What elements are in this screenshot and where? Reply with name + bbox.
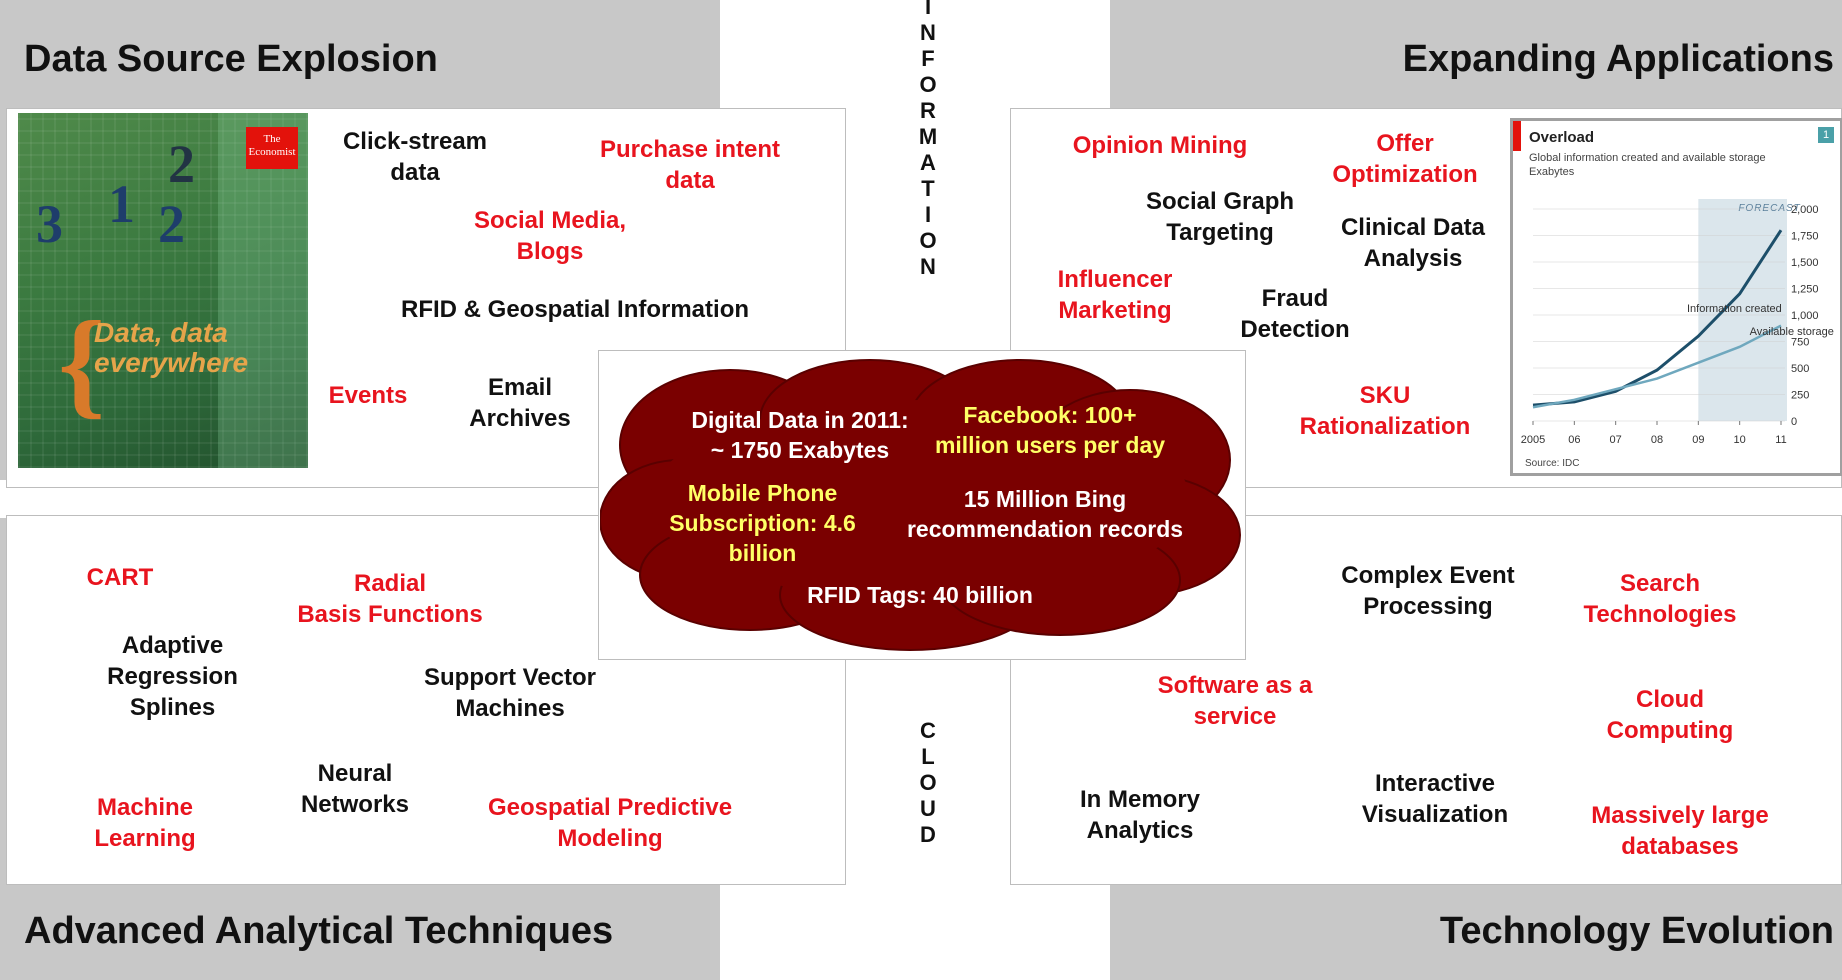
cover-number: 2 [158, 194, 185, 254]
item-social-graph-targeting: Social Graph Targeting [1145, 188, 1295, 246]
item-fraud-detection: Fraud Detection [1240, 285, 1350, 343]
cloud-item-bing: 15 Million Bing recommendation records [906, 486, 1184, 542]
item-complex-event-processing: Complex Event Processing [1341, 562, 1515, 620]
vertical-word-cloud-letter: D [920, 822, 936, 847]
economist-cover-image: The Economist 3 1 2 2 { Data, data every… [18, 113, 308, 468]
vertical-word-cloud-letter: O [919, 770, 937, 795]
title-technology-evolution: Technology Evolution [1439, 910, 1834, 952]
item-geospatial-predictive-modeling: Geospatial Predictive Modeling [487, 794, 733, 852]
item-adaptive-regression-splines: Adaptive Regression Splines [107, 632, 238, 721]
vertical-word-information-letter: I [924, 202, 932, 227]
item-purchase-intent-data: Purchase intent data [599, 136, 781, 194]
cloud-item-digital-data: Digital Data in 2011: ~ 1750 Exabytes [691, 407, 909, 463]
x-tick-label: 07 [1610, 434, 1622, 446]
title-data-source-explosion: Data Source Explosion [24, 38, 438, 80]
cover-number: 1 [108, 174, 135, 234]
item-search-technologies: Search Technologies [1583, 570, 1737, 628]
vertical-word-information-letter: R [920, 98, 936, 123]
cover-number: 3 [36, 194, 63, 254]
cloud-item-mobile-phone: Mobile Phone Subscription: 4.6 billion [669, 480, 856, 566]
item-clinical-data-analysis: Clinical Data Analysis [1340, 214, 1486, 272]
title-expanding-applications: Expanding Applications [1402, 38, 1834, 80]
chart-title: Overload [1529, 129, 1595, 146]
vertical-word-information-letter: N [920, 20, 936, 45]
item-radial-basis-functions: Radial Basis Functions [297, 570, 483, 628]
item-social-media-blogs: Social Media, Blogs [473, 207, 627, 265]
item-in-memory-analytics: In Memory Analytics [1079, 786, 1201, 844]
item-sku-rationalization: SKU Rationalization [1299, 382, 1471, 440]
cloud-shape [600, 359, 1241, 651]
cover-number: 2 [168, 134, 195, 194]
y-tick-label: 250 [1791, 390, 1809, 402]
chart-source: Source: IDC [1525, 458, 1579, 469]
cover-title: Data, data everywhere [94, 317, 249, 378]
chart-badge: 1 [1818, 127, 1834, 143]
y-tick-label: 1,250 [1791, 284, 1819, 296]
y-tick-label: 750 [1791, 337, 1809, 349]
item-cloud-computing: Cloud Computing [1606, 686, 1734, 744]
series-label: Available storage [1750, 326, 1834, 338]
series-line-available-storage [1532, 324, 1782, 409]
vertical-word-information-letter: A [920, 150, 936, 175]
item-influencer-marketing: Influencer Marketing [1057, 266, 1173, 324]
vertical-word-information-letter: O [919, 228, 937, 253]
chart-subtitle: Global information created and available… [1529, 151, 1839, 179]
cloud-item-rfid-tags: RFID Tags: 40 billion [807, 582, 1033, 608]
y-tick-label: 1,000 [1791, 310, 1819, 322]
vertical-word-information-letter: T [921, 176, 935, 201]
forecast-region [1698, 199, 1787, 421]
item-machine-learning: Machine Learning [94, 794, 196, 852]
y-tick-label: 1,750 [1791, 231, 1819, 243]
vertical-word-information-letter: F [921, 46, 935, 71]
item-support-vector-machines: Support Vector Machines [423, 664, 597, 722]
item-software-as-a-service: Software as a service [1157, 672, 1313, 730]
y-tick-label: 0 [1791, 416, 1797, 428]
y-tick-label: 1,500 [1791, 257, 1819, 269]
chart-red-bar [1513, 121, 1521, 151]
item-click-stream-data: Click-stream data [342, 128, 488, 186]
vertical-word-cloud-letter: U [920, 796, 936, 821]
vertical-word-information-letter: I [924, 0, 932, 19]
cover-brace-icon: { [58, 296, 106, 429]
x-tick-label: 09 [1692, 434, 1704, 446]
item-events: Events [328, 382, 408, 409]
overload-chart-plot: FORECAST 0 250 500 750 1,000 1,250 1,500 1,750 2,… [1521, 199, 1834, 469]
title-advanced-analytical-techniques: Advanced Analytical Techniques [24, 910, 614, 952]
item-opinion-mining: Opinion Mining [1072, 132, 1248, 159]
forecast-label: FORECAST [1738, 203, 1800, 214]
item-email-archives: Email Archives [469, 374, 571, 432]
x-tick-label: 08 [1651, 434, 1663, 446]
series-line-information-created [1532, 229, 1783, 407]
economist-logo: The Economist [246, 127, 298, 169]
vertical-word-cloud-letter: L [921, 744, 935, 769]
item-neural-networks: Neural Networks [300, 760, 410, 818]
item-rfid-geospatial: RFID & Geospatial Information [400, 296, 750, 323]
item-offer-optimization: Offer Optimization [1332, 130, 1478, 188]
chart-subtitle-text: Global information created and available… [1529, 152, 1766, 164]
overload-chart: Overload 1 Global information created an… [1510, 118, 1842, 476]
x-tick-label: 11 [1775, 434, 1786, 446]
y-tick-label: 500 [1791, 363, 1809, 375]
vertical-word-information-letter: O [919, 72, 937, 97]
vertical-word-information-letter: M [918, 124, 938, 149]
item-cart: CART [86, 564, 154, 591]
x-tick-label: 2005 [1521, 434, 1545, 446]
vertical-word-information-letter: N [920, 254, 936, 279]
series-label: Information created [1687, 303, 1782, 315]
y-tick-label: 2,000 [1791, 204, 1819, 216]
x-tick-label: 10 [1734, 434, 1746, 446]
chart-unit: Exabytes [1529, 166, 1575, 178]
item-massively-large-databases: Massively large databases [1591, 802, 1769, 860]
cloud-item-facebook: Facebook: 100+ million users per day [934, 402, 1166, 458]
x-tick-label: 06 [1568, 434, 1580, 446]
vertical-word-cloud-letter: C [920, 718, 936, 743]
item-interactive-visualization: Interactive Visualization [1361, 770, 1509, 828]
